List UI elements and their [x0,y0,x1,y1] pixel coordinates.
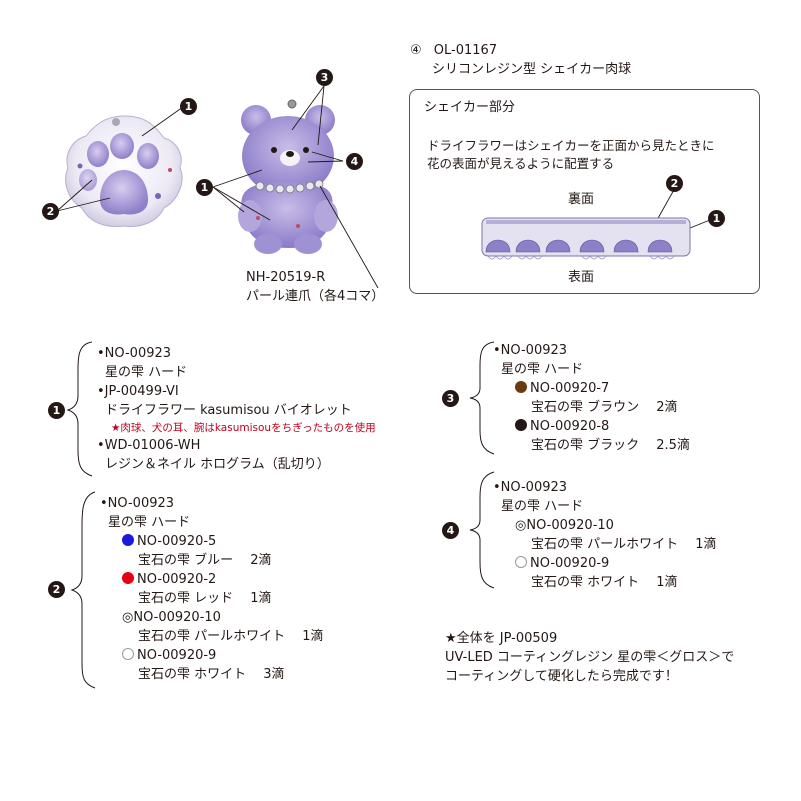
group2-item-desc: 宝石の雫 レッド 1滴 [138,591,272,606]
group3-item-desc: 宝石の雫 ブラウン 2滴 [531,400,678,415]
group2-item-code: ◎NO-00920-10 [122,610,221,625]
group4-line: •NO-00923 [493,480,568,495]
group1-materials: •NO-00923 星の雫 ハード •JP-00499-VI ドライフラワー k… [97,344,376,474]
group2-item-code: NO-00920-9 [100,646,324,665]
callout-badge-4: 4 [346,153,363,170]
group2-line: 星の雫 ハード [108,515,191,530]
white-color-ring [122,648,134,660]
group1-line: 星の雫 ハード [105,365,188,380]
bear-label-name: パール連爪（各4コマ） [246,289,385,304]
group2-line: •NO-00923 [100,496,175,511]
group3-line: 星の雫 ハード [501,362,584,377]
group3-item-code: NO-00920-8 [493,417,690,436]
group2-item-desc: 宝石の雫 パールホワイト 1滴 [138,629,324,644]
finish-note-line: ★全体を JP-00509 [445,631,558,646]
group1-line: レジン＆ネイル ホログラム（乱切り） [105,457,330,472]
callout-lines [56,85,379,289]
group2-badge: 2 [48,581,65,598]
header-circled-num: ④ [410,43,422,58]
shaker-badge-1: 1 [708,210,725,227]
finish-note: ★全体を JP-00509 UV-LED コーティングレジン 星の雫＜グロス＞で… [445,629,734,686]
shaker-cross-section [481,187,711,260]
header-title: シリコンレジン型 シェイカー肉球 [432,62,632,77]
red-color-dot [122,572,134,584]
group4-line: 星の雫 ハード [501,499,584,514]
callout-badge-3: 3 [316,69,333,86]
group1-line: •WD-01006-WH [97,438,201,453]
group1-note: ★肉球、犬の耳、腕はkasumisouをちぎったものを使用 [111,422,376,434]
group1-line: ドライフラワー kasumisou バイオレット [105,403,352,418]
group2-materials: •NO-00923 星の雫 ハード NO-00920-5 宝石の雫 ブルー 2滴… [100,494,324,684]
group3-line: •NO-00923 [493,343,568,358]
black-color-dot [515,419,527,431]
finish-note-line: コーティングして硬化したら完成です！ [445,669,678,684]
paw-illustration [65,115,183,227]
bear-illustration [238,99,338,254]
group4-item-code: NO-00920-9 [493,554,717,573]
group1-line: •NO-00923 [97,346,172,361]
white-color-ring [515,556,527,568]
shaker-section-box [409,89,760,294]
group2-item-desc: 宝石の雫 ホワイト 3滴 [138,667,285,682]
page-header: ④ OL-01167 [410,41,497,60]
shaker-badge-2: 2 [666,175,683,192]
group4-item-desc: 宝石の雫 ホワイト 1滴 [531,575,678,590]
bear-label-code: NH-20519-R [246,270,326,285]
group2-item-desc: 宝石の雫 ブルー 2滴 [138,553,272,568]
group3-item-desc: 宝石の雫 ブラック 2.5滴 [531,438,690,453]
header-code: OL-01167 [433,43,498,58]
shaker-desc-2: 花の表面が見えるように配置する [427,156,615,171]
group2-item-code: NO-00920-5 [100,532,324,551]
callout-badge-1b: 1 [196,179,213,196]
group4-item-desc: 宝石の雫 パールホワイト 1滴 [531,537,717,552]
group3-item-code: NO-00920-7 [493,379,690,398]
group2-item-code: NO-00920-2 [100,570,324,589]
shaker-desc-1: ドライフラワーはシェイカーを正面から見たときに [427,138,715,153]
group1-badge: 1 [48,402,65,419]
shaker-title: シェイカー部分 [424,100,516,115]
group3-materials: •NO-00923 星の雫 ハード NO-00920-7 宝石の雫 ブラウン 2… [493,341,690,455]
brown-color-dot [515,381,527,393]
finish-note-line: UV-LED コーティングレジン 星の雫＜グロス＞で [445,650,735,665]
shaker-back-label: 裏面 [568,192,595,207]
group4-materials: •NO-00923 星の雫 ハード ◎NO-00920-10 宝石の雫 パールホ… [493,478,717,592]
group3-badge: 3 [442,390,459,407]
brace-lines [66,341,495,689]
group1-line: •JP-00499-VI [97,384,179,399]
callout-badge-2: 2 [42,203,59,220]
group4-item-code: ◎NO-00920-10 [515,518,614,533]
callout-badge-1: 1 [180,98,197,115]
shaker-front-label: 表面 [568,270,595,285]
blue-color-dot [122,534,134,546]
group4-badge: 4 [442,522,459,539]
